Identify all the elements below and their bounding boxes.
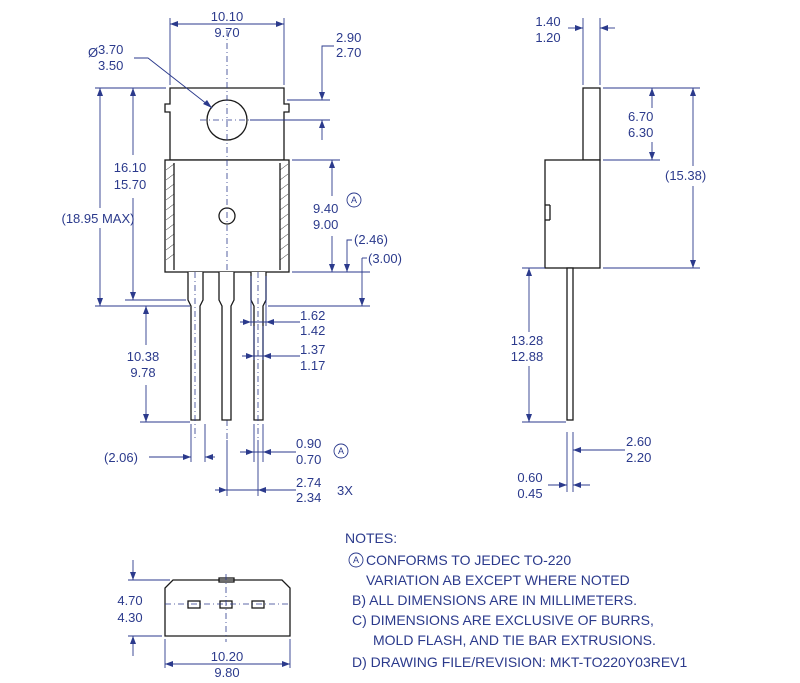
dim-lead-thickness-max: 0.60 — [517, 470, 542, 485]
side-view-dimensions: 1.40 1.20 6.70 6.30 (15.38) 13.28 12.88 … — [511, 14, 706, 501]
bottom-tab-edge — [218, 577, 235, 583]
dim-body-thickness-min: 2.20 — [626, 450, 651, 465]
notes-a-marker-label: A — [353, 555, 359, 565]
notes-block: NOTES: A CONFORMS TO JEDEC TO-220 VARIAT… — [345, 530, 688, 670]
dim-body-width-max: 10.10 — [211, 9, 244, 24]
dim-bottom-height-max: 4.70 — [117, 593, 142, 608]
dim-lead-thickness-min: 0.45 — [517, 486, 542, 501]
dim-mold-height-max: 9.40 — [313, 201, 338, 216]
jedec-note-marker-2-label: A — [338, 446, 344, 456]
dim-ref-246: (2.46) — [354, 232, 388, 247]
note-c-line1: C) DIMENSIONS ARE EXCLUSIVE OF BURRS, — [352, 612, 654, 628]
dim-body-thickness-max: 2.60 — [626, 434, 651, 449]
jedec-note-marker-2 — [333, 443, 349, 459]
bottom-lead-left — [187, 600, 201, 609]
notes-title: NOTES: — [345, 530, 397, 546]
dim-pitch-count: 3X — [337, 483, 353, 498]
dim-tab-thickness-max: 1.40 — [535, 14, 560, 29]
bottom-view — [164, 574, 291, 642]
dim-tab-hole-max: 2.90 — [336, 30, 361, 45]
side-lead-outline — [566, 267, 574, 421]
side-body-outline — [544, 159, 601, 269]
lead-left — [187, 272, 204, 421]
dim-lead-upper-max: 1.37 — [300, 342, 325, 357]
dim-side-lead-length-min: 12.88 — [511, 349, 544, 364]
dim-pitch-min: 2.34 — [296, 490, 321, 505]
note-b: B) ALL DIMENSIONS ARE IN MILLIMETERS. — [352, 592, 637, 608]
dim-hole-dia-max: 3.70 — [98, 42, 123, 57]
note-a-line2: VARIATION AB EXCEPT WHERE NOTED — [366, 572, 630, 588]
jedec-note-marker-1-label: A — [351, 195, 357, 205]
bottom-view-dimensions: 4.70 4.30 10.20 9.80 — [117, 560, 291, 680]
front-view — [164, 30, 290, 440]
dim-tab-thickness-min: 1.20 — [535, 30, 560, 45]
dim-lead-length-min: 9.78 — [130, 365, 155, 380]
body-hatching — [165, 163, 289, 261]
dim-shoulder-width-min: 1.42 — [300, 323, 325, 338]
dim-tab-height-max: 6.70 — [628, 109, 653, 124]
dim-height-max: 16.10 — [114, 160, 147, 175]
dim-ref-1538: (15.38) — [665, 168, 706, 183]
front-view-dimensions: 10.10 9.70 Ø 3.70 3.50 2.90 2.70 16.10 1… — [62, 9, 402, 505]
dim-hole-dia-min: 3.50 — [98, 58, 123, 73]
dim-pitch-max: 2.74 — [296, 475, 321, 490]
notes-a-marker — [348, 552, 364, 568]
dim-ref-206: (2.06) — [104, 450, 138, 465]
bottom-lead-right — [251, 600, 265, 609]
dim-bottom-width-max: 10.20 — [211, 649, 244, 664]
dim-body-width-min: 9.70 — [214, 25, 239, 40]
dim-tab-height-min: 6.30 — [628, 125, 653, 140]
dim-side-lead-length-max: 13.28 — [511, 333, 544, 348]
lead-right — [250, 272, 267, 421]
dim-lead-width-min: 0.70 — [296, 452, 321, 467]
lead-center — [218, 272, 235, 421]
side-view — [544, 87, 601, 421]
dim-tab-hole-min: 2.70 — [336, 45, 361, 60]
dim-bottom-width-min: 9.80 — [214, 665, 239, 680]
dim-ref-300: (3.00) — [368, 251, 402, 266]
dim-lead-upper-min: 1.17 — [300, 358, 325, 373]
note-a-line1: CONFORMS TO JEDEC TO-220 — [366, 552, 571, 568]
dim-lead-width-max: 0.90 — [296, 436, 321, 451]
side-tab-outline — [582, 87, 601, 161]
dim-mold-height-min: 9.00 — [313, 217, 338, 232]
note-c-line2: MOLD FLASH, AND TIE BAR EXTRUSIONS. — [373, 632, 656, 648]
dim-bottom-height-min: 4.30 — [117, 610, 142, 625]
dim-shoulder-width-max: 1.62 — [300, 308, 325, 323]
dim-diameter-symbol: Ø — [88, 45, 98, 60]
note-d: D) DRAWING FILE/REVISION: MKT-TO220Y03RE… — [352, 654, 688, 670]
dim-height-min: 15.70 — [114, 177, 147, 192]
jedec-note-marker-1 — [346, 192, 362, 208]
dim-overall-height: (18.95 MAX) — [62, 211, 135, 226]
dim-lead-length-max: 10.38 — [127, 349, 160, 364]
